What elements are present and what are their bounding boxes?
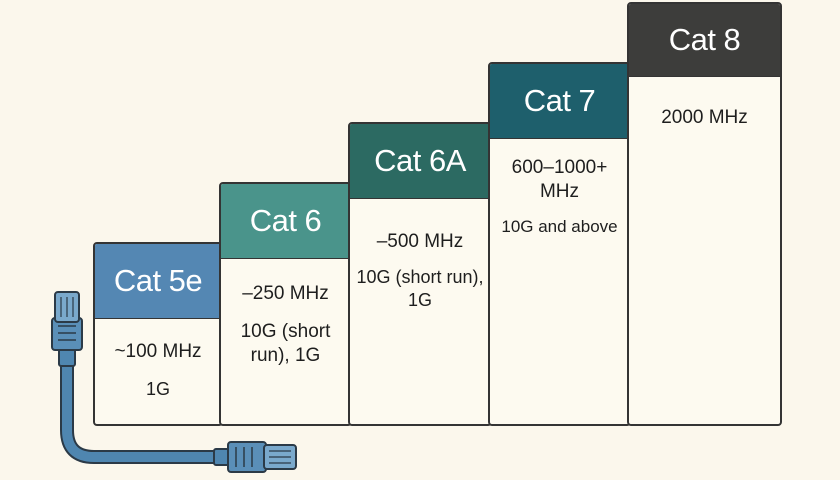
frequency-cat7: 600–1000+ MHz [511, 157, 608, 202]
step-cat6: Cat 6 –250 MHz 10G (short run), 1G [219, 182, 352, 426]
speed-cat6: 10G (short run), 1G [240, 321, 331, 366]
speed-cat7: 10G and above [501, 217, 618, 236]
frequency-cat5e: ~100 MHz [114, 341, 202, 362]
category-title-cat6: Cat 6 [221, 184, 350, 259]
frequency-cat6a: –500 MHz [376, 231, 464, 252]
category-title-cat5e: Cat 5e [95, 244, 221, 319]
category-title-cat6a: Cat 6A [350, 124, 490, 199]
step-cat6a: Cat 6A –500 MHz 10G (short run), 1G [348, 122, 492, 426]
category-title-cat8: Cat 8 [629, 4, 780, 77]
step-cat5e: Cat 5e ~100 MHz 1G [93, 242, 223, 426]
step-cat8: Cat 8 2000 MHz [627, 2, 782, 426]
step-cat7: Cat 7 600–1000+ MHz 10G and above [488, 62, 631, 426]
speed-cat5e: 1G [145, 379, 170, 399]
speed-cat6a: 10G (short run), 1G [356, 267, 484, 310]
frequency-cat8: 2000 MHz [661, 107, 748, 128]
frequency-cat6: –250 MHz [242, 283, 329, 304]
category-title-cat7: Cat 7 [490, 64, 629, 139]
